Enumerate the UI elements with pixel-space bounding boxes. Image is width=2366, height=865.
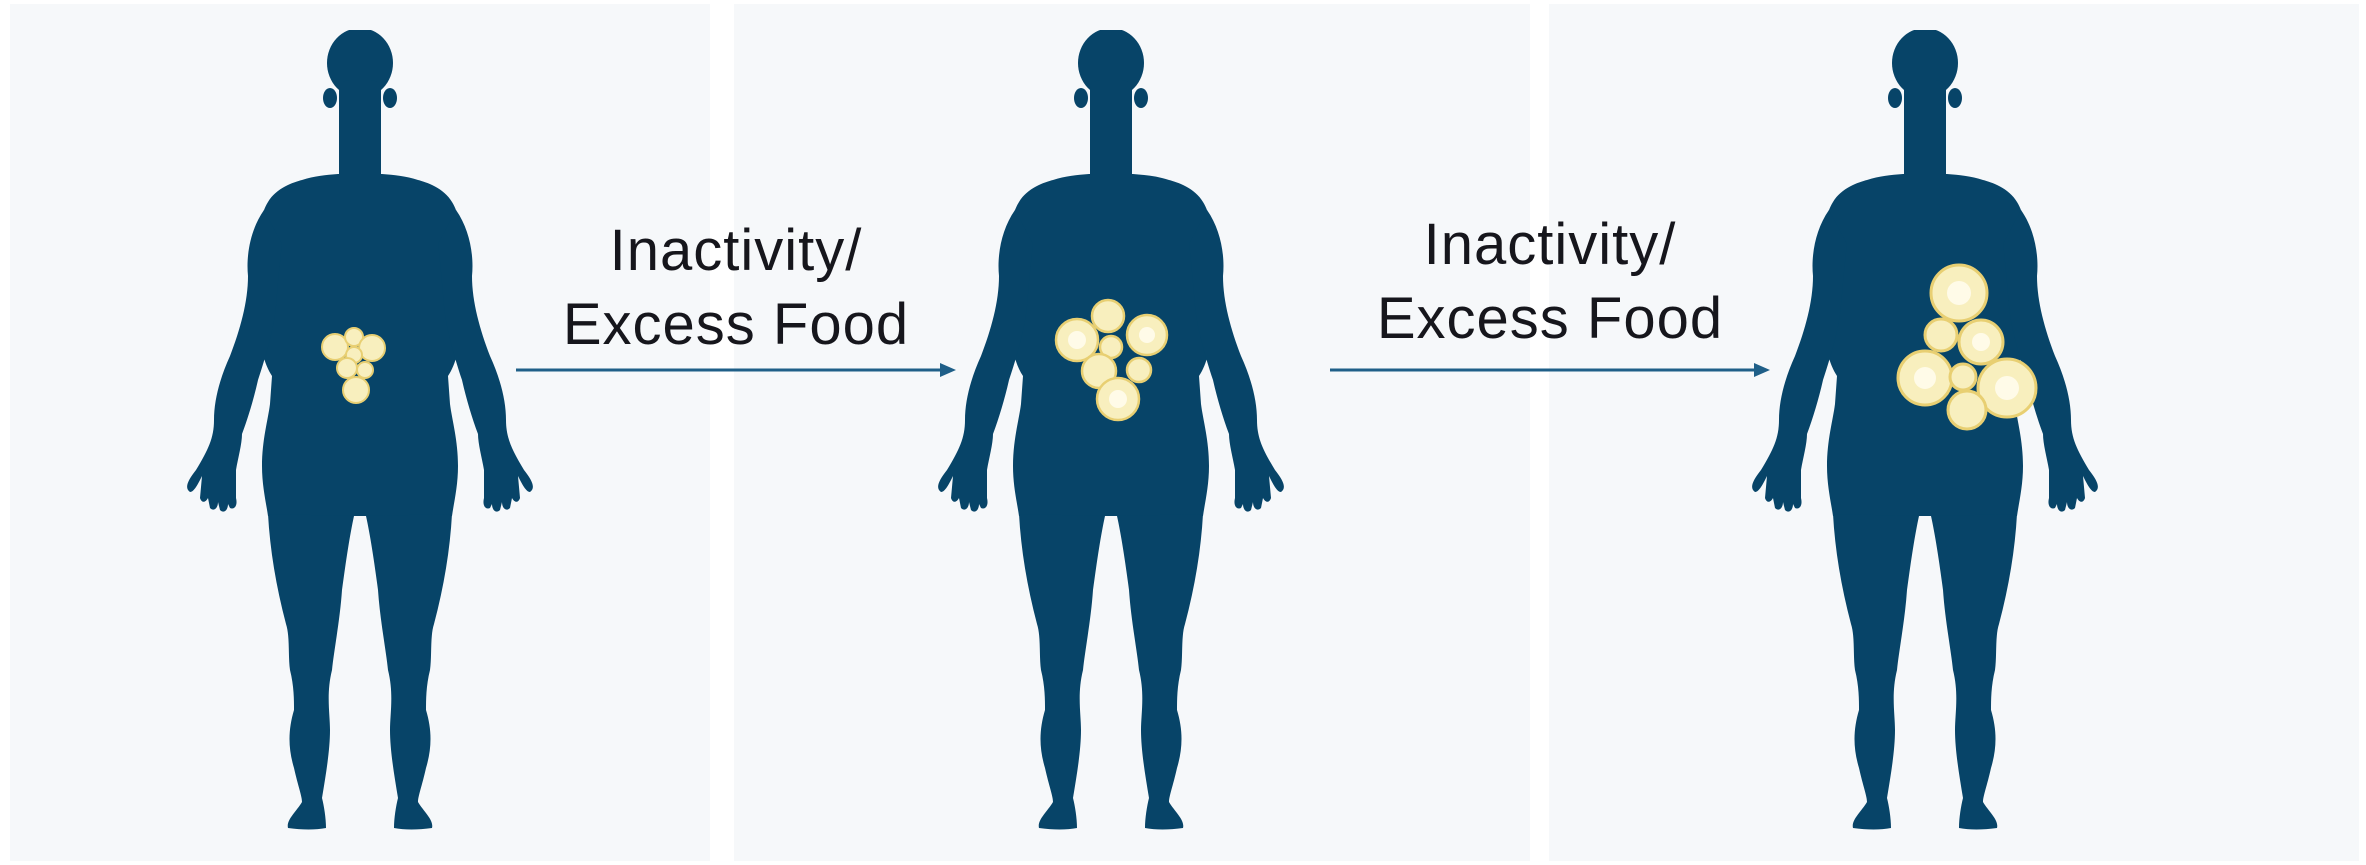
- transition-label-1: Inactivity/ Excess Food: [546, 214, 926, 362]
- transition-1-line-2: Excess Food: [546, 288, 926, 362]
- transition-1-line-1: Inactivity/: [546, 214, 926, 288]
- human-figure-stage-2: [935, 30, 1287, 842]
- transition-2-line-2: Excess Food: [1360, 282, 1740, 356]
- right-arrow-icon: [516, 360, 956, 380]
- human-figure-stage-3: [1749, 30, 2101, 842]
- transition-label-2: Inactivity/ Excess Food: [1360, 208, 1740, 356]
- human-figure-stage-1: [184, 30, 536, 842]
- transition-2-line-1: Inactivity/: [1360, 208, 1740, 282]
- right-arrow-icon: [1330, 360, 1770, 380]
- silhouette-icon: [187, 30, 533, 830]
